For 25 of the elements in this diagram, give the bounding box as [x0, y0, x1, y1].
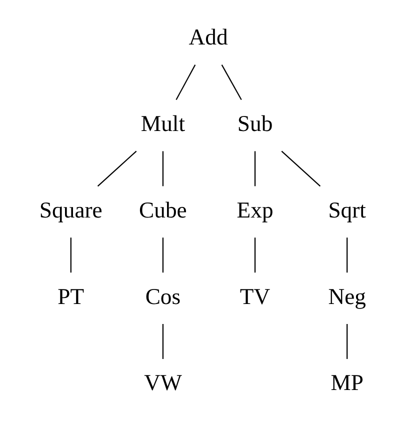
connector — [70, 238, 71, 273]
connector — [346, 238, 348, 273]
node-text: Add — [188, 24, 228, 50]
node-text: TV — [239, 284, 270, 309]
connector — [280, 150, 320, 187]
node-text: Sub — [236, 110, 272, 136]
connector — [162, 151, 164, 186]
node-text: Cube — [138, 197, 186, 222]
connector — [220, 64, 242, 100]
connector — [96, 150, 136, 187]
node-text: Cos — [144, 284, 180, 309]
connector — [175, 64, 196, 100]
connector — [254, 238, 256, 273]
node-text: Exp — [236, 197, 273, 222]
connector — [162, 324, 164, 359]
node-text: PT — [57, 284, 84, 309]
node-text: VW — [144, 370, 182, 396]
node-text: Mult — [140, 110, 184, 136]
connector — [346, 324, 348, 359]
connector — [254, 151, 256, 186]
node-text: Neg — [328, 284, 366, 309]
connector — [162, 238, 164, 273]
node-text: Square — [38, 197, 102, 222]
node-text: MP — [330, 370, 363, 396]
node-text: Sqrt — [328, 197, 366, 222]
